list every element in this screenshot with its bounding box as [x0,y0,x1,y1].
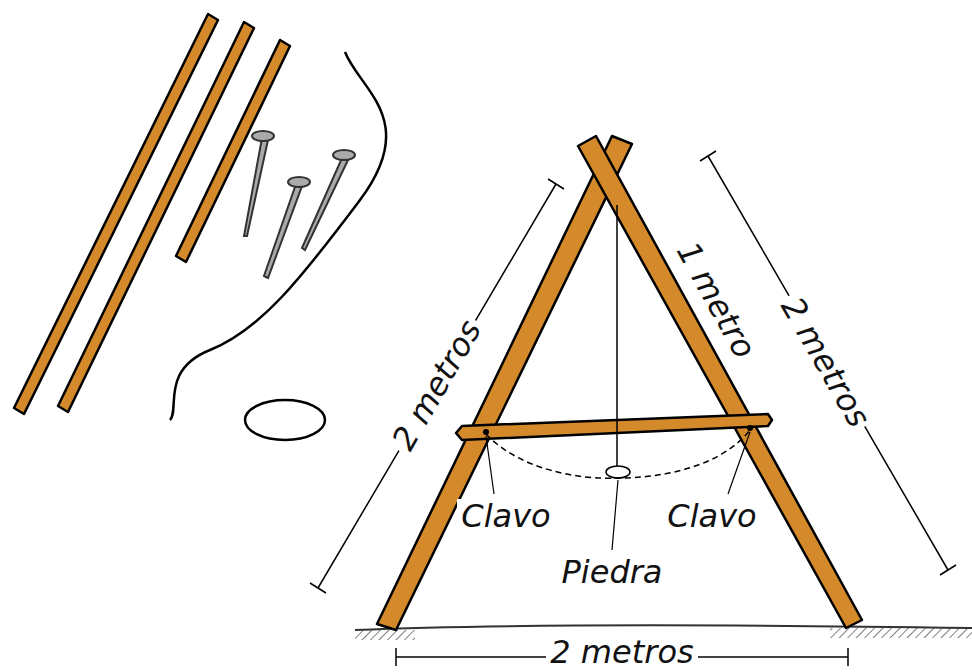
nail-head [747,425,753,431]
a-frame [377,136,862,630]
dimension-lines [310,151,956,666]
stone [245,400,325,440]
dimension-label: 2 metros [773,288,878,436]
dashed-string [486,430,750,478]
part-label: Piedra [558,555,667,589]
string [170,52,386,420]
nail-head [483,429,489,435]
part-label: Clavo [457,499,554,533]
sticks [14,14,290,414]
nails [244,131,355,278]
plumb-stone [606,466,630,478]
plumb-line [616,205,618,466]
dimension-label: 2 metros [546,635,697,669]
part-label: Clavo [663,499,760,533]
